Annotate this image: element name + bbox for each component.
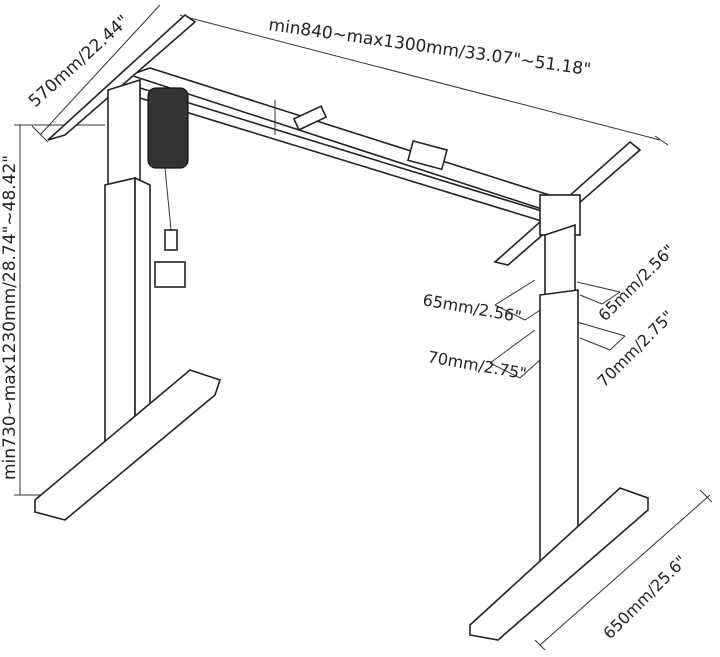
column-upper-left-label: 65mm/2.56" (421, 290, 523, 326)
motor-unit (147, 87, 189, 288)
height-range-label: min730~max1230mm/28.74"~48.42" (0, 155, 20, 480)
right-leg (469, 223, 649, 641)
crossbar (127, 67, 568, 224)
foot-length-label: 650mm/25.6" (599, 552, 690, 643)
right-foot (469, 487, 649, 641)
left-top-bracket (47, 13, 197, 141)
column-lower-left-label: 70mm/2.75" (426, 347, 528, 383)
left-leg (34, 78, 222, 521)
width-range-label: min840~max1300mm/33.07"~51.18" (267, 15, 592, 80)
left-foot (34, 369, 222, 521)
